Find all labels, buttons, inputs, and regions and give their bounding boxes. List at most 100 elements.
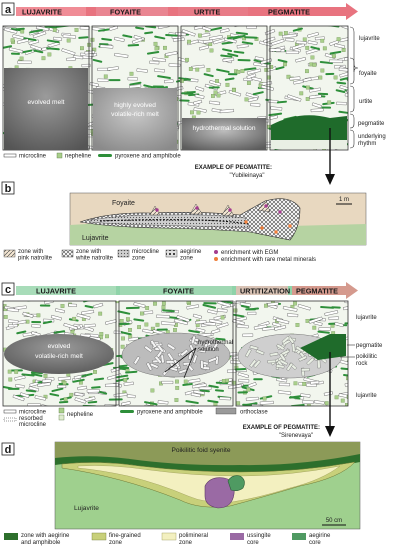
microcline-grain [97,78,109,82]
nepheline-grain [161,301,166,306]
microcline-grain [201,26,212,32]
pyroxene-needle [331,306,341,309]
microcline-grain [161,380,174,384]
microcline-grain [216,308,228,313]
nepheline-grain [125,317,130,322]
evolved-volatile-melt-c [4,334,114,374]
microcline-grain [247,311,257,315]
panel-b: b Foyaite Lujavrite 1 m [1,181,367,263]
column-c-1 [2,300,117,407]
pyroxene-needle [234,368,247,371]
pyroxene-needle [320,306,334,309]
microcline-grain [216,322,229,329]
pyroxene-needle [144,401,158,406]
nepheline-grain [295,323,300,327]
pyroxene-needle [288,395,302,399]
microcline-grain [302,77,312,83]
nepheline-grain [66,38,71,43]
nepheline-grain [99,332,104,336]
microcline-grain [246,68,262,75]
legend-aegirine-core-1: aegirine [309,533,331,539]
microcline-grain [8,47,24,54]
microcline-grain [313,400,325,405]
pyroxene-needle [91,386,101,389]
nepheline-grain [333,75,338,80]
crystal [249,345,259,351]
microcline-grain [168,63,181,67]
nepheline-grain [346,395,348,399]
nepheline-grain [63,397,68,402]
microcline-grain [14,375,26,381]
pyroxene-needle [152,85,165,88]
panel-b-letter: b [5,183,12,195]
microcline-grain [253,324,268,330]
scale-label-b: 1 m [339,197,349,203]
pyroxene-needle [93,377,105,381]
microcline-grain [328,316,339,321]
microcline-grain [282,33,297,39]
microcline-grain [251,76,262,82]
pyroxene-needle [20,49,33,54]
crystal [286,362,294,372]
pyroxene-needle [208,86,220,89]
nepheline-grain [327,100,332,105]
bracket-a-4 [349,113,355,129]
microcline-grain [343,305,348,311]
microcline-grain [302,400,314,404]
crystal [200,360,204,369]
nepheline-grain [60,304,65,308]
nepheline-grain [150,388,155,393]
microcline-grain [142,328,154,334]
pyroxene-needle [125,306,140,310]
microcline-grain [93,302,104,309]
pyroxene-needle [119,322,130,325]
legend-nepheline-swatch-a [56,152,63,159]
microcline-grain [107,373,122,381]
nepheline-grain [305,69,309,74]
microcline-grain [271,38,285,46]
microcline-grain [113,392,128,398]
microcline-grain [308,316,323,324]
nepheline-grain [43,374,48,378]
nepheline-grain [20,29,25,34]
microcline-grain [149,60,160,65]
nepheline-grain [209,48,214,53]
pyroxene-needle [87,400,98,404]
crystal [279,359,288,366]
nepheline-grain [105,334,109,339]
nepheline-grain [195,67,200,72]
nepheline-grain [74,28,79,32]
example-name-c: "Sirenevaya" [279,433,313,439]
side-label-poikilitic: poikilitic [356,354,377,360]
microcline-grain [83,323,96,328]
legend-c: microcline resorbed microcline nepheline… [3,407,268,428]
legend-white-natrolite-1: zone with [76,249,101,255]
nepheline-grain [318,75,323,80]
side-label-foyaite-a: foyaite [359,71,377,77]
microcline-grain [238,378,250,383]
nepheline-grain [10,38,15,43]
nepheline-grain [128,328,132,332]
nepheline-grain [19,56,24,61]
label-hydro-c-1: hydrothermal [198,340,233,346]
header-a-foyaite: FOYAITE [110,7,141,16]
microcline-grain [278,382,290,387]
header-c-foyaite: FOYAITE [163,286,194,295]
crystal [178,368,188,375]
nepheline-grain [225,82,230,87]
microcline-grain [251,404,264,406]
microcline-grain [309,94,322,99]
microcline-grain [143,310,154,315]
evolved-melt-area [4,68,88,150]
microcline-grain [157,400,169,405]
crystal [203,340,210,350]
header-a-lujavrite: LUJAVRITE [22,7,62,16]
crystal [166,343,176,351]
example-title-c: EXAMPLE OF PEGMATITE: [243,425,320,431]
legend-nepheline-c: nepheline [67,412,94,418]
pyroxene-needle [120,331,132,336]
crystal [180,349,189,357]
microcline-grain [192,313,203,319]
nepheline-grain [220,315,225,320]
panel-c-letter: c [5,284,11,296]
